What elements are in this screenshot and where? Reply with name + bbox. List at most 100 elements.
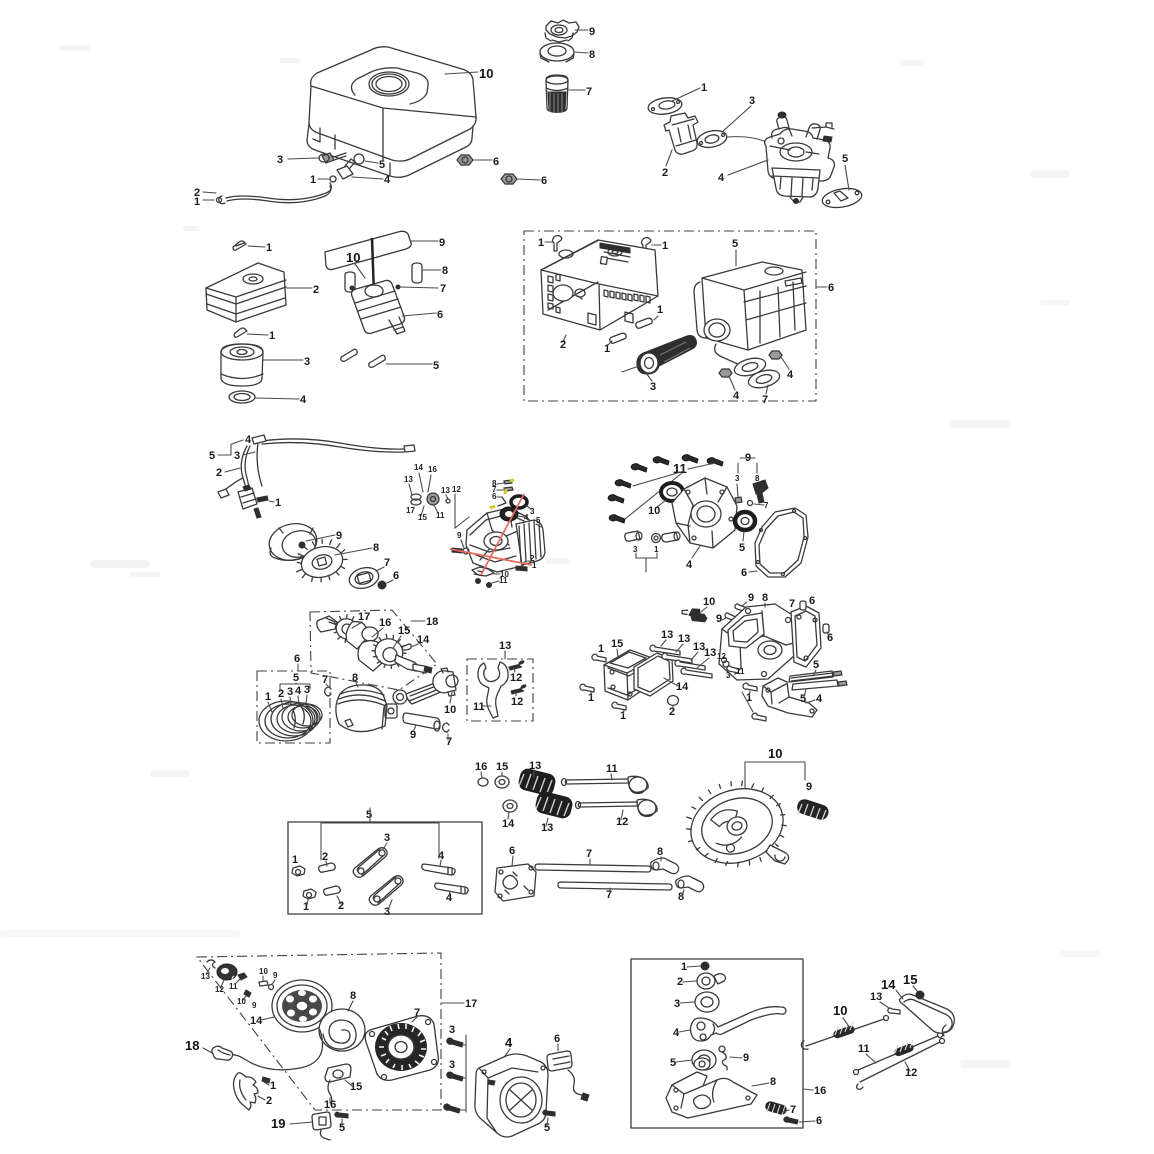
svg-text:1: 1 [269, 330, 275, 342]
svg-text:4: 4 [733, 390, 740, 402]
svg-text:17: 17 [358, 611, 370, 623]
svg-text:1: 1 [194, 196, 200, 208]
svg-text:1: 1 [657, 304, 663, 316]
svg-text:12: 12 [511, 696, 523, 708]
svg-text:14: 14 [417, 634, 430, 646]
svg-text:11: 11 [606, 763, 618, 775]
svg-text:3: 3 [234, 450, 240, 462]
svg-text:1: 1 [662, 240, 668, 252]
svg-text:16: 16 [475, 761, 487, 773]
svg-text:15: 15 [611, 638, 623, 650]
svg-text:8: 8 [442, 265, 448, 277]
svg-text:15: 15 [398, 625, 410, 637]
svg-text:7: 7 [586, 86, 592, 98]
svg-text:4: 4 [673, 1027, 680, 1039]
svg-text:11: 11 [229, 982, 238, 991]
svg-text:7: 7 [790, 1104, 796, 1116]
svg-text:3: 3 [384, 832, 390, 844]
svg-text:4: 4 [384, 174, 391, 186]
svg-text:6: 6 [393, 570, 399, 582]
svg-text:6: 6 [741, 567, 747, 579]
svg-text:5: 5 [842, 153, 848, 165]
svg-text:7: 7 [586, 848, 592, 860]
svg-text:3: 3 [449, 1024, 455, 1036]
svg-text:4: 4 [300, 394, 307, 406]
svg-text:13: 13 [693, 641, 705, 653]
svg-text:15: 15 [350, 1081, 362, 1093]
svg-text:3: 3 [384, 906, 390, 918]
svg-text:2: 2 [530, 554, 535, 563]
svg-text:10: 10 [768, 746, 782, 761]
svg-text:10: 10 [237, 997, 246, 1006]
svg-text:4: 4 [245, 434, 252, 446]
svg-text:12: 12 [717, 652, 726, 661]
svg-text:5: 5 [433, 360, 439, 372]
svg-text:10: 10 [648, 505, 660, 517]
svg-text:17: 17 [406, 506, 415, 515]
svg-text:9: 9 [589, 26, 595, 38]
svg-text:6: 6 [827, 632, 833, 644]
svg-text:13: 13 [529, 760, 541, 772]
svg-text:6: 6 [437, 309, 443, 321]
svg-text:14: 14 [414, 463, 423, 472]
svg-text:4: 4 [787, 369, 794, 381]
svg-text:6: 6 [816, 1115, 822, 1127]
svg-text:1: 1 [266, 242, 272, 254]
svg-text:11: 11 [473, 701, 485, 713]
svg-text:4: 4 [816, 693, 823, 705]
svg-text:13: 13 [499, 640, 511, 652]
svg-text:6: 6 [493, 156, 499, 168]
svg-text:2: 2 [669, 706, 675, 718]
svg-text:6: 6 [541, 175, 547, 187]
svg-text:1: 1 [654, 545, 659, 554]
svg-text:6: 6 [294, 653, 300, 665]
svg-text:8: 8 [657, 846, 663, 858]
svg-text:10: 10 [479, 66, 493, 81]
svg-text:15: 15 [418, 513, 427, 522]
svg-text:5: 5 [293, 672, 299, 684]
svg-text:9: 9 [273, 971, 278, 980]
svg-text:1: 1 [310, 174, 316, 186]
svg-text:1: 1 [746, 692, 752, 704]
svg-text:11: 11 [673, 461, 687, 476]
svg-text:5: 5 [732, 238, 738, 250]
svg-text:7: 7 [492, 485, 497, 494]
svg-text:4: 4 [446, 892, 453, 904]
svg-text:13: 13 [201, 972, 210, 981]
svg-text:16: 16 [324, 1099, 336, 1111]
svg-text:2: 2 [313, 284, 319, 296]
svg-text:5: 5 [366, 809, 372, 821]
svg-text:5: 5 [800, 693, 806, 705]
svg-text:10: 10 [833, 1003, 847, 1018]
svg-text:5: 5 [739, 542, 745, 554]
svg-text:9: 9 [748, 592, 754, 604]
svg-text:16: 16 [814, 1085, 826, 1097]
svg-text:7: 7 [440, 283, 446, 295]
svg-text:13: 13 [870, 991, 882, 1003]
svg-text:2: 2 [266, 1095, 272, 1107]
svg-text:9: 9 [716, 613, 722, 625]
svg-text:1: 1 [620, 710, 626, 722]
svg-text:6: 6 [509, 845, 515, 857]
svg-text:8: 8 [492, 479, 497, 488]
svg-text:8: 8 [762, 592, 768, 604]
svg-text:13: 13 [661, 629, 673, 641]
svg-text:13: 13 [404, 475, 413, 484]
svg-text:7: 7 [764, 501, 769, 510]
svg-text:2: 2 [194, 187, 200, 199]
svg-text:1: 1 [275, 497, 281, 509]
svg-text:5: 5 [544, 1122, 550, 1134]
svg-text:1: 1 [588, 692, 594, 704]
svg-text:16: 16 [379, 617, 391, 629]
svg-text:3: 3 [304, 684, 310, 696]
svg-text:9: 9 [743, 1052, 749, 1064]
svg-text:1: 1 [538, 237, 544, 249]
svg-text:4: 4 [295, 685, 302, 697]
svg-text:10: 10 [500, 570, 509, 579]
svg-text:3: 3 [650, 381, 656, 393]
svg-text:10: 10 [703, 596, 715, 608]
svg-text:14: 14 [676, 681, 689, 693]
svg-text:8: 8 [373, 542, 379, 554]
svg-text:3: 3 [287, 686, 293, 698]
svg-text:4: 4 [686, 559, 693, 571]
